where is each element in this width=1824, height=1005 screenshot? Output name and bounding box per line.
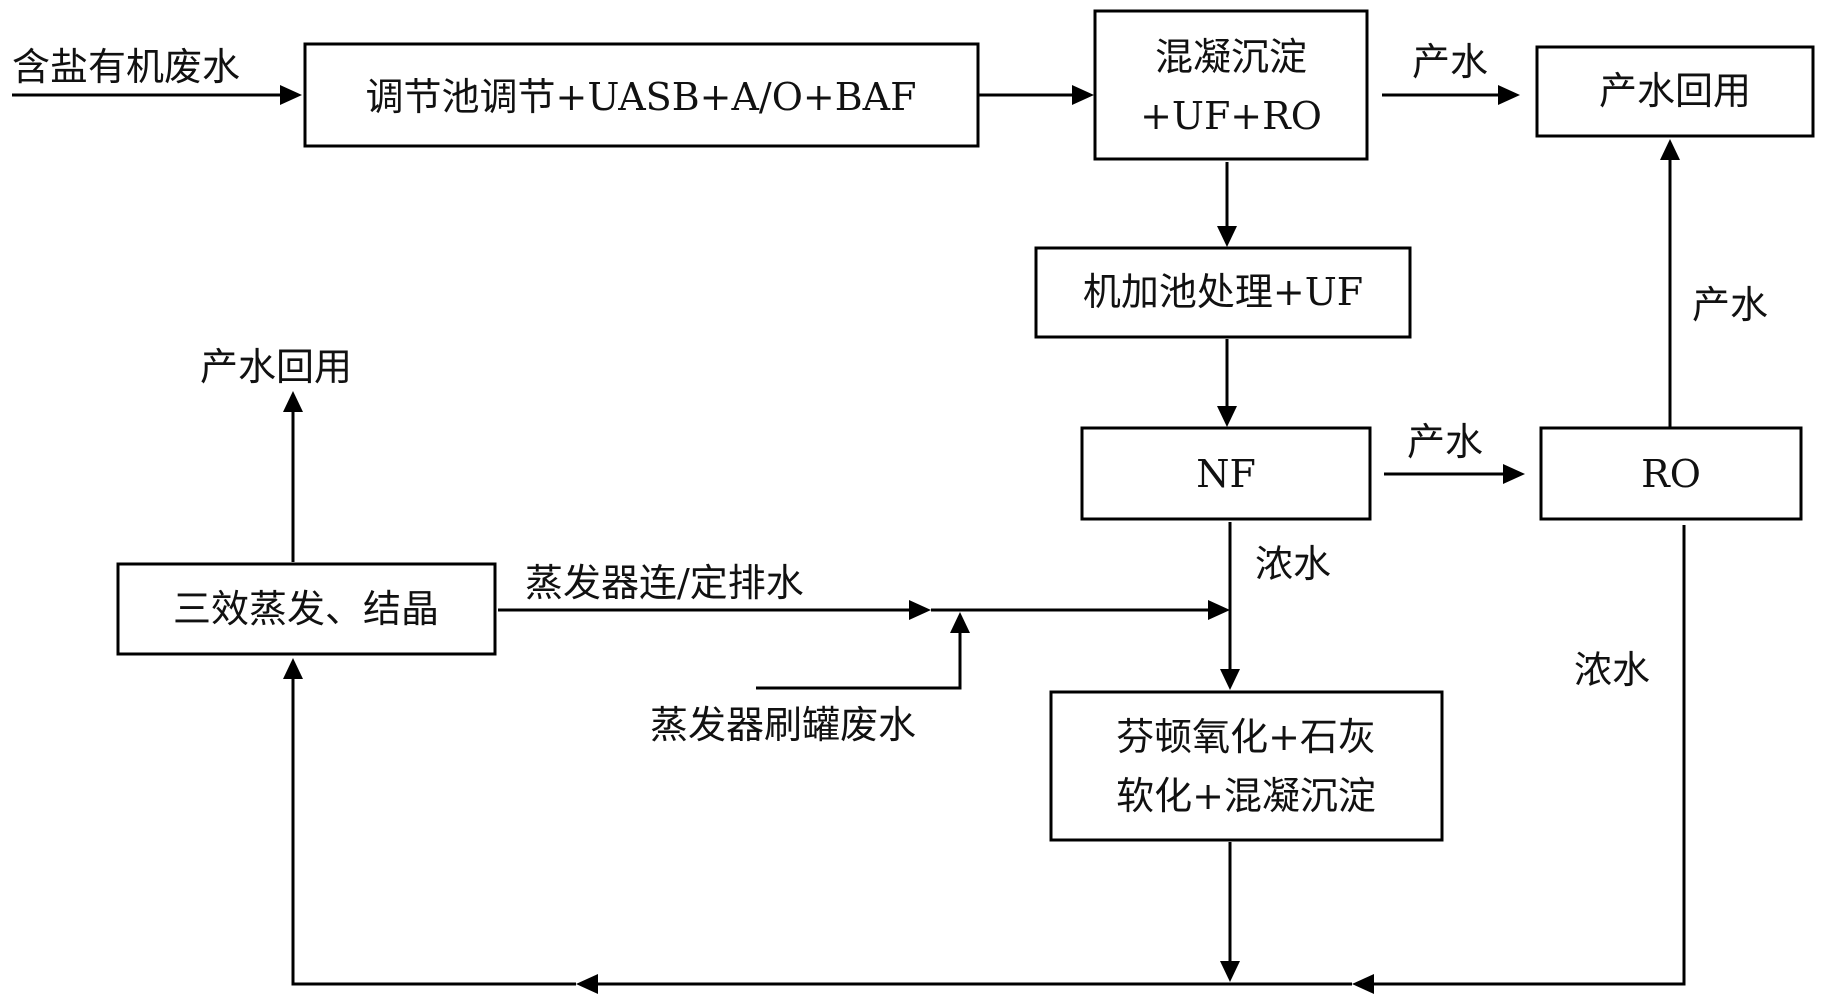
arrowhead: [283, 391, 303, 412]
label-input: 含盐有机废水: [12, 45, 240, 89]
arrowhead: [1217, 226, 1237, 247]
arrowhead: [283, 658, 303, 679]
arrowhead: [1220, 669, 1240, 690]
box-fenton-label-2: 软化+混凝沉淀: [1116, 774, 1376, 818]
label-conc-nf: 浓水: [1255, 542, 1331, 586]
box-machine-label: 机加池处理+UF: [1083, 270, 1363, 314]
box-reuse-top: 产水回用: [1535, 45, 1815, 138]
arrowhead: [1660, 139, 1680, 160]
box-coag-label-2: +UF+RO: [1140, 94, 1322, 138]
box-treatment-label: 调节池调节+UASB+A/O+BAF: [366, 75, 917, 119]
box-ro: RO: [1539, 426, 1803, 521]
arrowhead: [1217, 406, 1237, 427]
box-fenton: 芬顿氧化+石灰 软化+混凝沉淀: [1049, 690, 1444, 842]
arrowhead: [576, 974, 598, 994]
arrowhead: [1220, 961, 1240, 982]
box-treatment: 调节池调节+UASB+A/O+BAF: [303, 42, 980, 148]
box-ro-label: RO: [1641, 452, 1701, 496]
edge-ro-conc-return: [1372, 525, 1686, 986]
edge-tank-wash: [756, 632, 962, 690]
box-machine-uf: 机加池处理+UF: [1034, 246, 1412, 339]
arrowhead: [1072, 85, 1094, 105]
arrowhead: [1208, 600, 1230, 620]
arrowhead: [1498, 85, 1520, 105]
edge-return-to-evap: [291, 678, 576, 986]
label-tank-wash: 蒸发器刷罐废水: [650, 703, 916, 747]
box-coag-label-1: 混凝沉淀: [1155, 35, 1307, 79]
box-coag-uf-ro: 混凝沉淀 +UF+RO: [1093, 9, 1369, 161]
label-product-top: 产水: [1412, 40, 1488, 84]
label-reuse-left: 产水回用: [200, 345, 352, 389]
label-product-nf: 产水: [1407, 420, 1483, 464]
label-conc-ro: 浓水: [1574, 648, 1650, 692]
box-evaporation-label: 三效蒸发、结晶: [173, 587, 439, 631]
box-nf-label: NF: [1196, 452, 1256, 496]
arrowhead: [280, 85, 302, 105]
box-reuse-top-label: 产水回用: [1599, 69, 1751, 113]
box-fenton-label-1: 芬顿氧化+石灰: [1116, 715, 1376, 759]
arrowhead: [950, 612, 970, 633]
box-evaporation: 三效蒸发、结晶: [116, 562, 497, 656]
arrowhead: [1352, 974, 1374, 994]
label-product-ro-up: 产水: [1692, 283, 1768, 327]
label-evap-discharge: 蒸发器连/定排水: [525, 561, 804, 605]
arrowhead: [1503, 464, 1525, 484]
box-nf: NF: [1080, 426, 1372, 521]
arrowhead: [909, 600, 931, 620]
